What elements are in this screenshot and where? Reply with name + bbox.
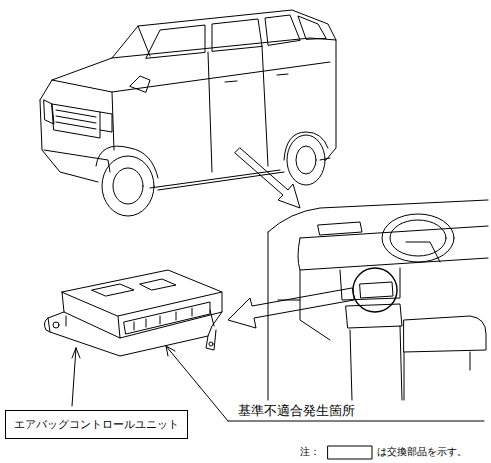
note-text: は交換部品を示す。	[377, 446, 467, 458]
location-label: 基準不適合発生箇所	[238, 403, 355, 419]
vehicle-drawing	[40, 10, 336, 216]
airbag-control-unit-drawing	[44, 270, 222, 356]
underline	[228, 421, 484, 422]
note-box-symbol	[328, 446, 372, 459]
part-name-box: エアバッグコントロールユニット	[5, 410, 188, 439]
block-arrow	[228, 288, 354, 328]
block-arrow	[235, 148, 300, 208]
dashboard-drawing	[268, 200, 488, 400]
part-name: エアバッグコントロールユニット	[14, 417, 179, 432]
note-text: 注：	[300, 446, 320, 458]
